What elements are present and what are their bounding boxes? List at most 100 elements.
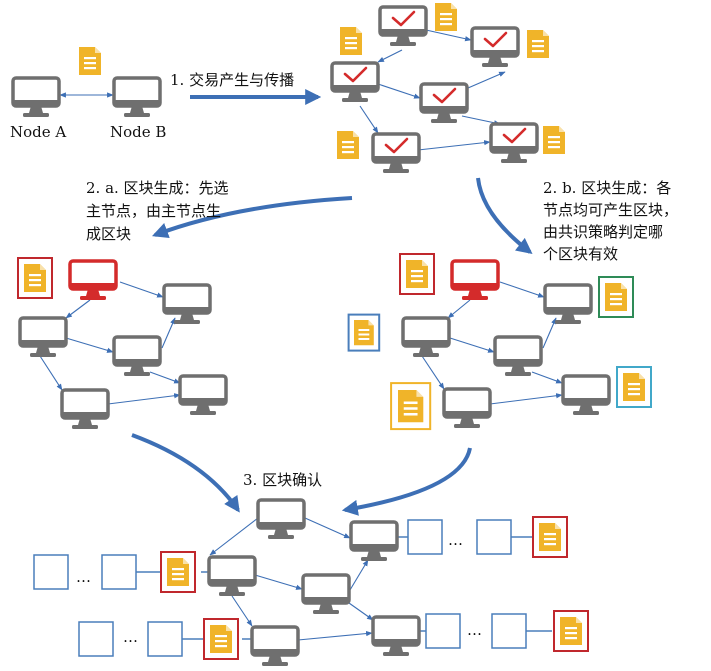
network-link [449, 337, 495, 353]
network-link [231, 595, 253, 627]
chain-ellipsis: … [448, 531, 463, 549]
process-flow-arrows [131, 89, 533, 516]
network-link [447, 299, 471, 319]
monitor-icon [561, 374, 611, 415]
flow-arrow [152, 196, 353, 238]
network-link [65, 299, 91, 319]
monitor-icon [470, 26, 520, 67]
network-link [209, 517, 259, 556]
monitor-icon [543, 283, 593, 324]
checkmark-icon [384, 137, 409, 154]
network-link [377, 49, 403, 63]
monitor-icon [112, 335, 162, 376]
network-link [359, 105, 379, 134]
document-icon [623, 373, 645, 401]
monitor-icon [11, 76, 61, 117]
step2b-line3: 由共识策略判定哪 [543, 223, 663, 241]
node-b-label: Node B [110, 123, 166, 141]
step2a-line2: 主节点，由主节点生 [86, 202, 221, 220]
document-icon [337, 131, 359, 159]
monitor-icon [442, 387, 492, 428]
document-icon [210, 625, 232, 653]
block-frame [598, 276, 634, 318]
node-a-label: Node A [10, 123, 66, 141]
network-link [542, 317, 557, 349]
document-icon [398, 390, 424, 423]
monitor-icon [330, 61, 380, 102]
chain-block [147, 621, 183, 657]
network-link [149, 371, 181, 384]
step3-label: 3. 区块确认 [243, 471, 322, 489]
network-nodes [11, 5, 611, 666]
monitor-icon [489, 122, 539, 163]
document-icon [527, 30, 549, 58]
monitor-icon [256, 498, 306, 539]
monitor-icon [401, 316, 451, 357]
monitor-icon [162, 283, 212, 324]
block-frame [347, 313, 381, 352]
document-icon [340, 27, 362, 55]
checkmark-icon [432, 87, 457, 104]
monitor-icon [60, 388, 110, 429]
network-link [425, 29, 472, 42]
network-link [417, 140, 491, 151]
document-icon [406, 260, 428, 288]
labels: Node A Node B 1. 交易产生与传播 2. a. 区块生成：先选 主… [10, 71, 678, 646]
block-frame [616, 366, 652, 408]
network-link [65, 337, 114, 353]
step2b-line2: 节点均可产生区块， [543, 201, 678, 219]
network-link [39, 355, 63, 391]
network-link [297, 630, 373, 641]
block-frame [203, 618, 239, 660]
document-icon [435, 3, 457, 31]
block-frame [399, 253, 435, 295]
step1-label: 1. 交易产生与传播 [170, 71, 294, 89]
network-link [254, 574, 303, 590]
block-frame [532, 516, 568, 558]
network-link [489, 393, 563, 405]
flow-arrow [476, 177, 533, 254]
monitor-icon [371, 132, 421, 173]
chain-block [425, 613, 461, 649]
block-frame [390, 382, 432, 431]
monitor-icon [112, 76, 162, 117]
document-icon [605, 283, 627, 311]
network-link [531, 371, 563, 384]
chain-block [101, 554, 137, 590]
monitor-icon [450, 259, 500, 300]
checkmark-icon [343, 66, 368, 83]
checkmark-icon [502, 127, 527, 144]
monitor-icon [349, 520, 399, 561]
block-frame [160, 551, 196, 593]
network-links [39, 29, 563, 641]
monitor-icon [419, 82, 469, 123]
chain-ellipsis: … [123, 628, 138, 646]
network-link [119, 281, 164, 298]
chain-block [491, 613, 527, 649]
monitor-icon [378, 5, 428, 46]
transaction-documents [17, 3, 652, 660]
document-icon [543, 126, 565, 154]
monitor-icon [178, 374, 228, 415]
network-link [349, 559, 369, 591]
document-icon [79, 47, 101, 75]
network-link [107, 393, 181, 405]
document-icon [539, 523, 561, 551]
network-link [467, 71, 506, 89]
chain-block [476, 519, 512, 555]
checkmark-icon [391, 10, 416, 27]
step2a-line1: 2. a. 区块生成：先选 [86, 179, 229, 197]
flow-arrow [131, 433, 240, 513]
chain-block [78, 621, 114, 657]
chain-ellipsis: … [76, 568, 91, 586]
monitor-icon [493, 335, 543, 376]
monitor-icon [250, 625, 300, 666]
monitor-icon [207, 555, 257, 596]
network-link [377, 83, 421, 99]
chain-block [33, 554, 69, 590]
monitor-icon [301, 573, 351, 614]
checkmark-icon [483, 31, 508, 48]
step2a-line3: 成区块 [86, 225, 131, 243]
